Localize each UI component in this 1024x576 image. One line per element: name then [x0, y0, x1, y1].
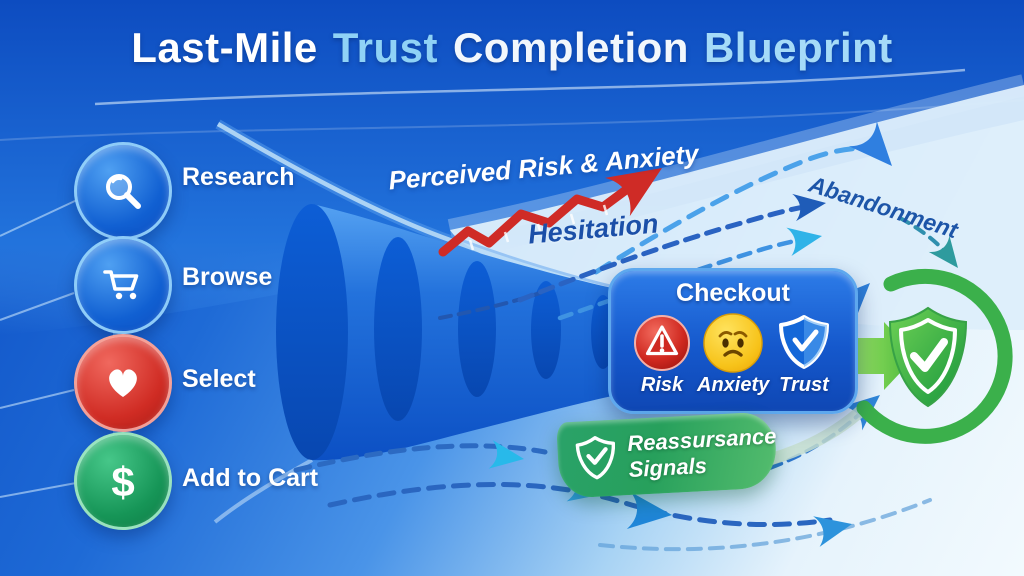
background-sky — [0, 0, 1024, 335]
heart-icon — [109, 369, 137, 397]
checkout-item-anxiety: Anxiety — [697, 312, 769, 397]
title-part: Blueprint — [703, 24, 893, 71]
shield-check-icon — [575, 436, 616, 480]
page-title: Last-Mile Trust Completion Blueprint — [0, 24, 1024, 72]
checkout-label-risk: Risk — [640, 374, 684, 396]
cart-icon — [103, 270, 139, 300]
journey-label-research: Research — [182, 163, 295, 191]
green-shield-check-icon — [888, 306, 968, 408]
checkout-item-trust: Trust — [769, 312, 839, 397]
journey-step-research — [74, 142, 172, 240]
journey-step-add-to-cart: $ — [74, 432, 172, 530]
checkout-label-trust: Trust — [779, 374, 829, 396]
journey-label-select: Select — [182, 365, 256, 393]
title-part: Completion — [452, 24, 689, 71]
checkout-item-risk: Risk — [627, 312, 697, 397]
red-risk-arrow — [438, 148, 675, 257]
funnel-disk — [531, 281, 561, 379]
reassurance-signals-badge: Reassursance Signals — [556, 411, 778, 499]
svg-text:$: $ — [111, 459, 134, 506]
funnel-disk — [276, 204, 348, 460]
journey-step-browse — [74, 236, 172, 334]
funnel — [213, 119, 615, 524]
title-part: Last-Mile — [131, 24, 318, 71]
dollar-icon: $ — [111, 459, 134, 506]
journey-label-browse: Browse — [182, 263, 273, 291]
journey-label-add-to-cart: Add to Cart — [182, 464, 319, 492]
checkout-card: Checkout Risk — [608, 268, 858, 414]
checkout-label-anxiety: Anxiety — [697, 374, 770, 396]
rail-edge-lines — [0, 199, 78, 498]
shield-check-icon — [779, 315, 829, 369]
funnel-disk — [374, 237, 422, 421]
worried-face-icon — [703, 313, 763, 373]
checkout-title: Checkout — [676, 279, 790, 307]
warning-triangle-icon — [634, 315, 690, 371]
title-part: Trust — [332, 24, 438, 71]
journey-step-select — [74, 334, 172, 432]
trust-success-shield — [884, 304, 972, 410]
funnel-disk — [458, 261, 496, 397]
magnifier-icon — [106, 174, 141, 209]
